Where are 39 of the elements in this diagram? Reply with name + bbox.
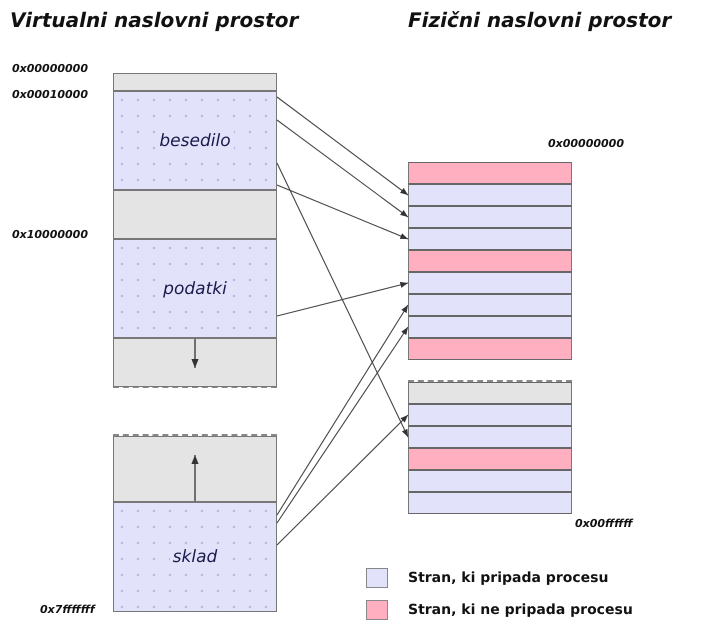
page-frame-bar <box>408 338 572 360</box>
address-label: 0x00000000 <box>12 62 88 75</box>
page-frame-bar <box>408 492 572 514</box>
segment-box <box>113 190 277 239</box>
memory-segment <box>113 239 277 338</box>
address-label: 0x00000000 <box>548 137 624 150</box>
page-frame-bar <box>408 294 572 316</box>
arrow <box>276 96 408 196</box>
page-frame-bar <box>408 250 572 272</box>
unused-frame-bar <box>408 382 572 404</box>
address-label: 0x00ffffff <box>575 517 633 530</box>
page-frame-bar <box>408 316 572 338</box>
segment-box <box>113 73 277 91</box>
legend-label: Stran, ki pripada procesu <box>408 570 608 586</box>
segment-box <box>113 436 277 502</box>
memory-segment <box>113 502 277 612</box>
page-frame-bar <box>408 470 572 492</box>
page-frame-bar <box>408 184 572 206</box>
arrow <box>276 162 408 438</box>
page-frame-bar <box>408 426 572 448</box>
arrow <box>276 414 408 546</box>
page-frame-bar <box>408 228 572 250</box>
arrow <box>276 282 408 317</box>
arrow <box>276 120 408 218</box>
column-title: Fizični naslovni prostor <box>408 8 672 32</box>
arrow <box>276 184 408 240</box>
page-frame-bar <box>408 162 572 184</box>
address-label: 0x00010000 <box>12 88 88 101</box>
segment-box <box>113 338 277 387</box>
column-title: Virtualni naslovni prostor <box>10 8 298 32</box>
page-frame-bar <box>408 448 572 470</box>
memory-segment <box>113 91 277 190</box>
page-frame-bar <box>408 206 572 228</box>
address-label: 0x10000000 <box>12 228 88 241</box>
address-label: 0x7fffffff <box>40 603 95 616</box>
legend-label: Stran, ki ne pripada procesu <box>408 602 633 618</box>
page-frame-bar <box>408 404 572 426</box>
page-frame-bar <box>408 272 572 294</box>
segment-label: podatki <box>160 278 230 298</box>
